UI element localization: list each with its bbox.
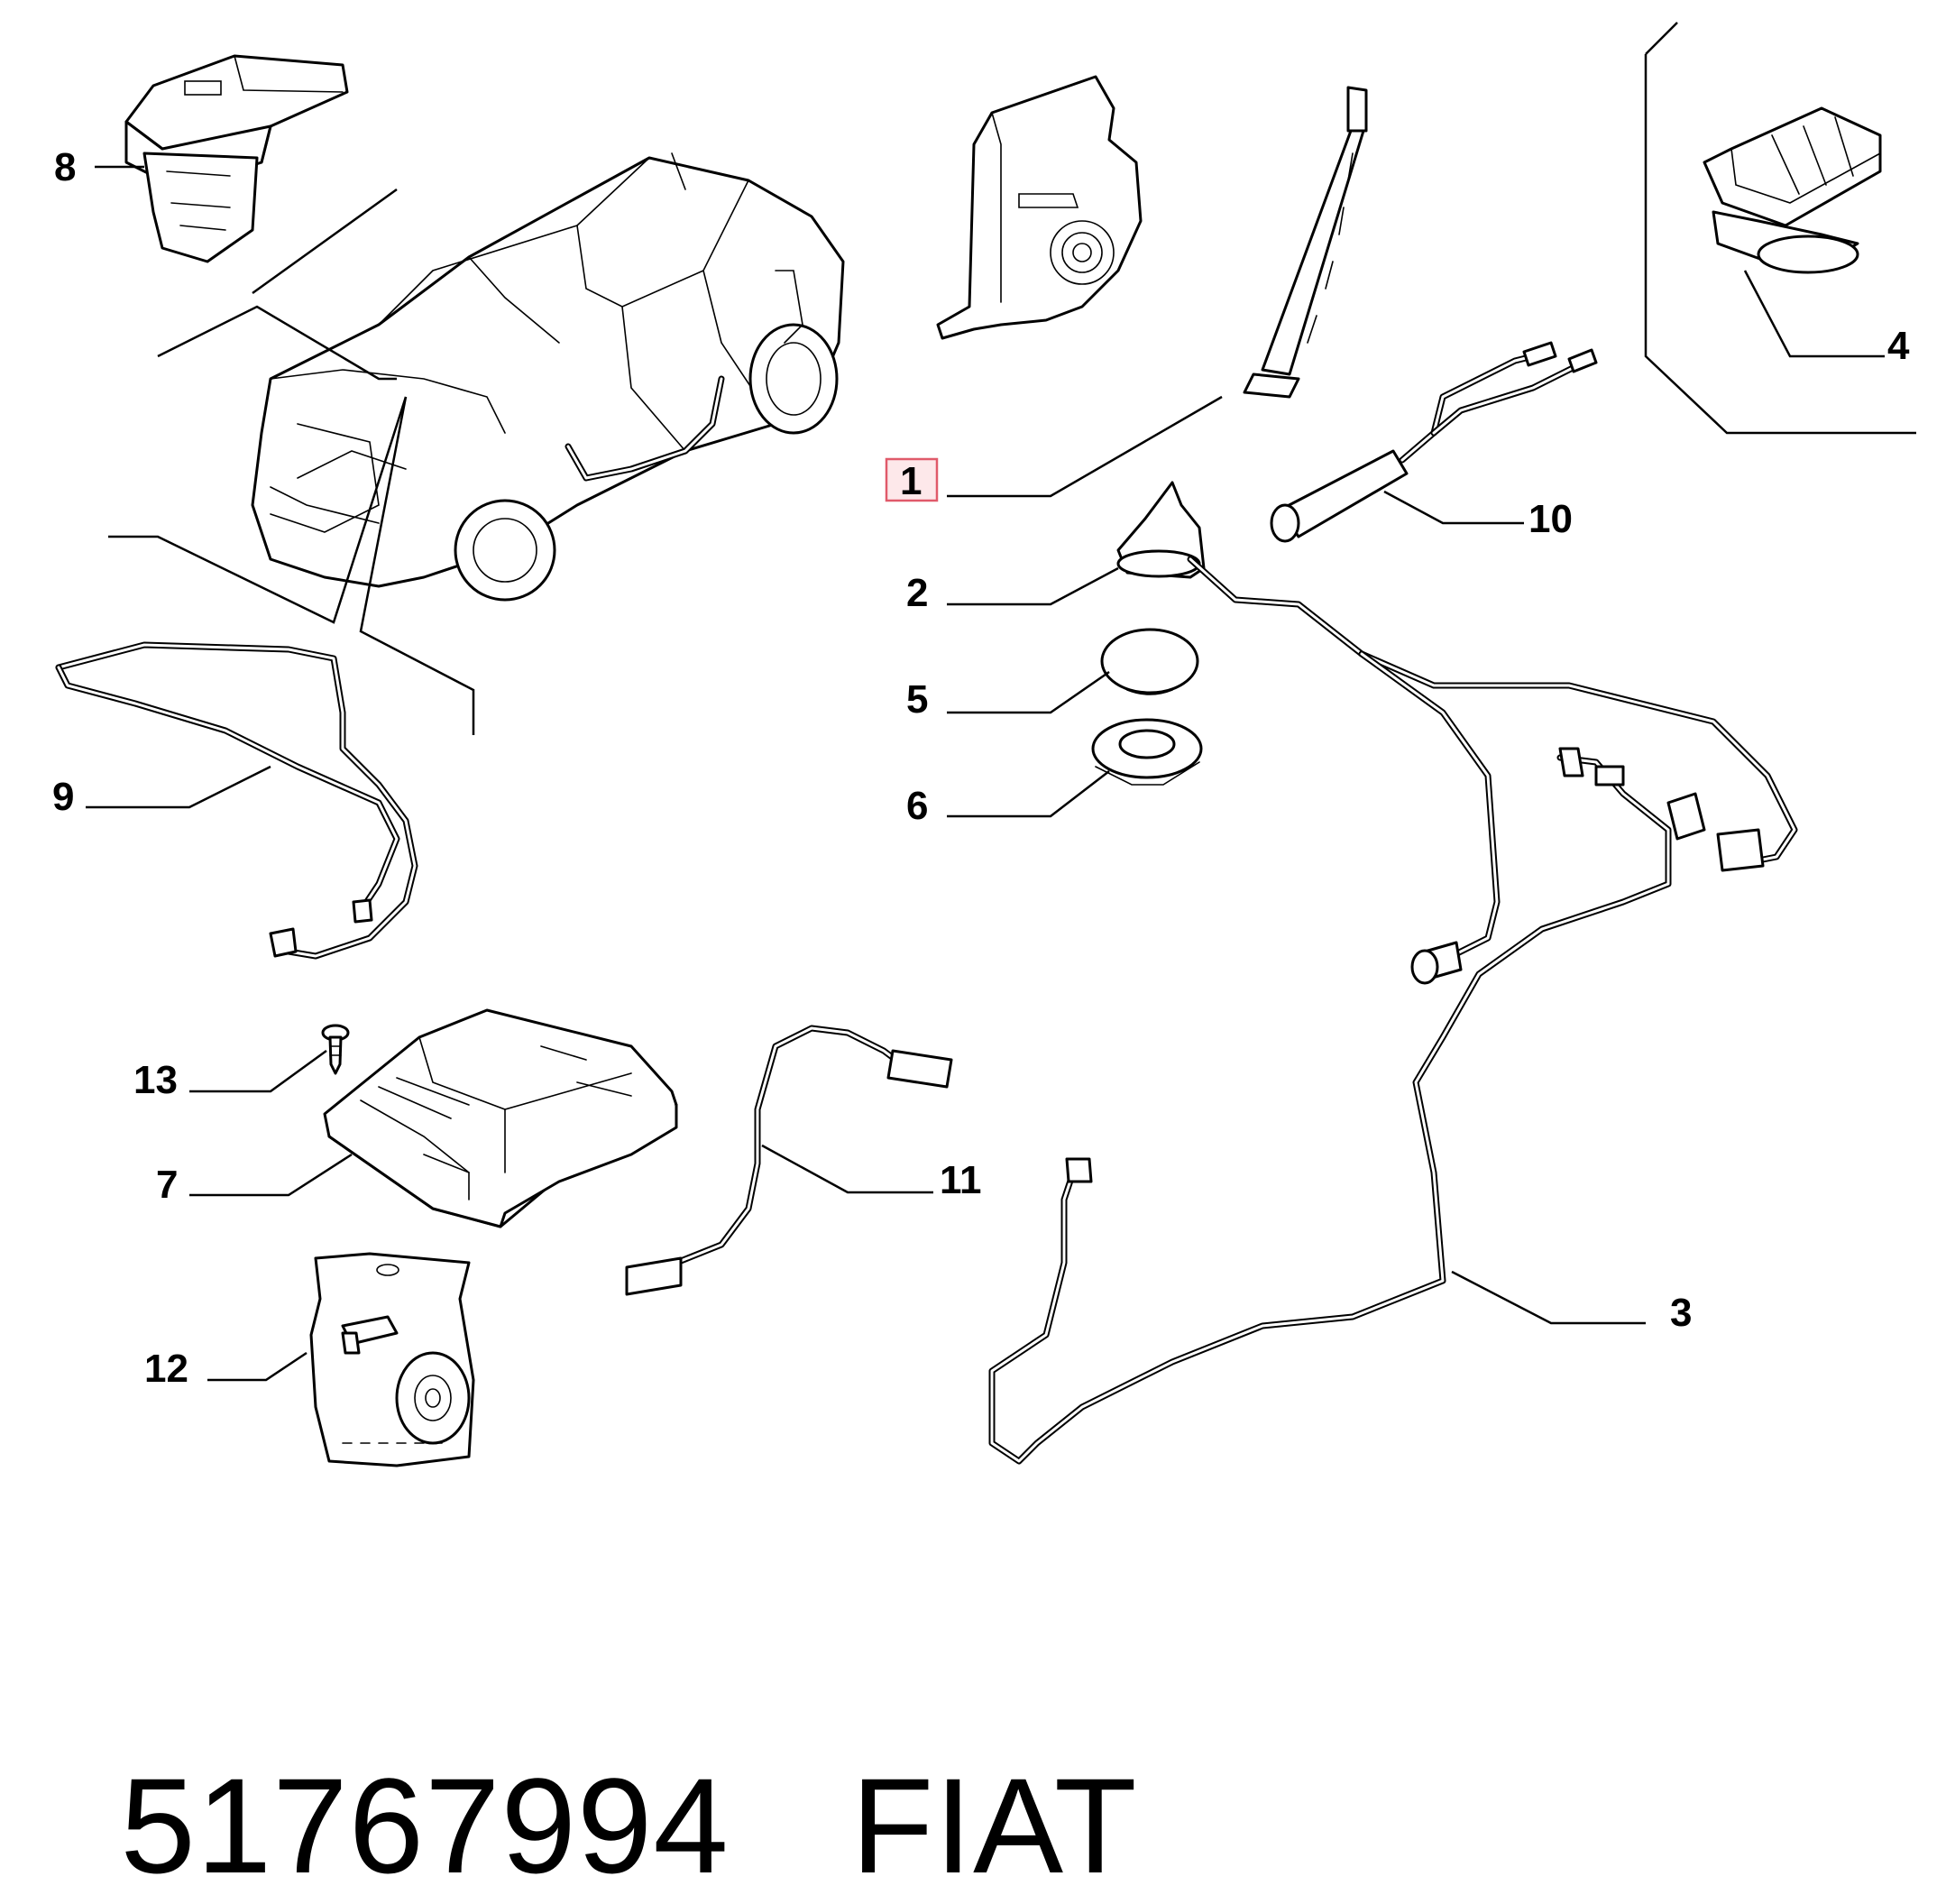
part-11-harness (625, 1025, 953, 1296)
callout-11: 11 (940, 1158, 982, 1202)
part-7-control-unit (323, 1008, 678, 1228)
part-8-switch-module (124, 54, 349, 263)
leader-6 (947, 770, 1110, 818)
leader-5 (947, 670, 1110, 714)
part-6-grommet-ring (1091, 718, 1203, 786)
leader-7 (189, 1153, 353, 1197)
callout-3: 3 (1670, 1291, 1692, 1335)
part-2-antenna-base (1116, 481, 1206, 579)
part-12-software-kit (309, 1252, 475, 1467)
part-number: 51767994 (120, 1750, 730, 1901)
callout-5: 5 (906, 677, 928, 722)
callout-1: 1 (900, 459, 922, 503)
callout-6: 6 (906, 784, 928, 828)
leader-11 (761, 1144, 933, 1194)
footer-caption: 51767994 FIAT (43, 1592, 1138, 1904)
leader-1 (947, 395, 1223, 498)
part-10-antenna-amplifier (1270, 341, 1598, 543)
callout-4: 4 (1887, 324, 1910, 368)
leader-2 (947, 566, 1119, 606)
callout-labels: 8 1 10 4 2 5 6 9 13 7 11 3 12 (52, 145, 1910, 1391)
car-illustration (251, 152, 845, 602)
leader-13 (189, 1049, 327, 1093)
callout-2: 2 (906, 571, 928, 615)
part-9-cable (55, 641, 418, 960)
parts-diagram: 8 1 10 4 2 5 6 9 13 7 11 3 12 (52, 22, 1916, 1467)
callout-7: 7 (156, 1163, 178, 1207)
part-3-cable-harness (988, 556, 1798, 1465)
leader-10 (1383, 490, 1524, 525)
part-4-bracket (1644, 22, 1916, 435)
callout-10: 10 (1528, 497, 1573, 541)
leader-9 (86, 765, 271, 809)
car-leader-lines (108, 188, 475, 735)
brand-name: FIAT (850, 1750, 1138, 1901)
callout-8: 8 (54, 145, 76, 189)
leader-3 (1451, 1270, 1646, 1325)
leader-lines (86, 165, 1885, 1382)
speaker-housing (936, 75, 1143, 340)
leader-12 (207, 1351, 308, 1382)
callout-9: 9 (52, 775, 74, 819)
part-13-screw (321, 1024, 350, 1075)
callout-13: 13 (133, 1058, 178, 1102)
part-1-antenna-rod (1243, 86, 1368, 399)
part-5-grommet-cap (1100, 628, 1199, 695)
callout-12: 12 (144, 1347, 188, 1391)
leader-4 (1743, 270, 1885, 358)
callout-1-highlight-box (885, 457, 939, 502)
